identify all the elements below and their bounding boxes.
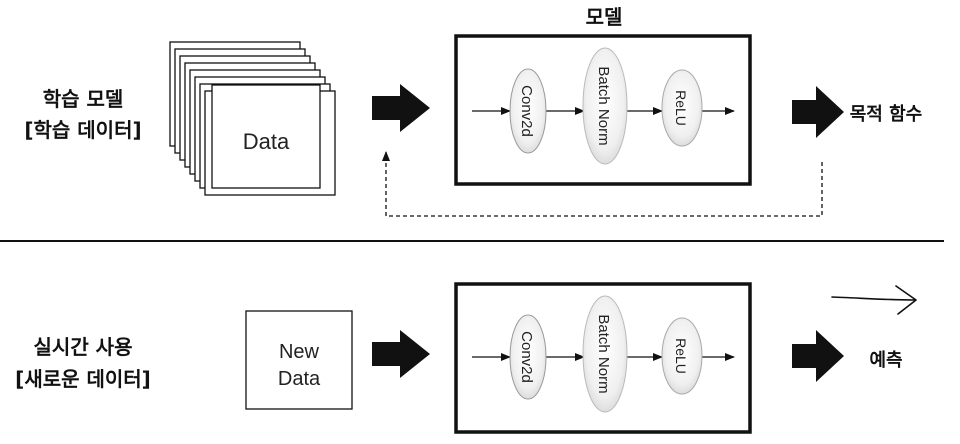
batchnorm-node: [582, 47, 628, 165]
inference-conv2d-node: [509, 314, 547, 400]
data-front-page: [211, 84, 321, 189]
data-stack: [169, 41, 336, 196]
inference-output-block-arrow: [792, 330, 844, 382]
new-data-label-line1: New: [279, 341, 320, 363]
conv2d-label: Conv2d: [518, 85, 535, 137]
data-label: Data: [243, 129, 290, 154]
batchnorm-label: Batch Norm: [595, 66, 612, 145]
conv2d-node: [509, 68, 547, 154]
new-data-label-line2: Data: [278, 368, 321, 390]
inference-label-line2: [새로운 데이터]: [15, 367, 151, 391]
model-title: 모델: [586, 5, 623, 29]
new-data-box: [245, 310, 353, 410]
inference-relu-node: [661, 317, 703, 395]
sketch-arrow-icon: [831, 285, 917, 315]
feedback-loop-arrow: [382, 151, 823, 217]
prediction-label: 예측: [869, 350, 902, 371]
objective-function-label: 목적 함수: [850, 103, 923, 125]
input-block-arrow: [372, 84, 430, 132]
inference-conv2d-label: Conv2d: [518, 331, 535, 383]
inference-batchnorm-node: [582, 295, 628, 413]
inference-relu-label: ReLU: [673, 338, 689, 374]
relu-label: ReLU: [673, 90, 689, 126]
inference-input-block-arrow: [372, 330, 430, 378]
inference-label-line1: 실시간 사용: [34, 335, 133, 359]
training-label-line1: 학습 모델: [43, 87, 124, 111]
relu-node: [661, 69, 703, 147]
inference-batchnorm-label: Batch Norm: [595, 314, 612, 393]
training-label-line2: [학습 데이터]: [24, 118, 141, 142]
output-block-arrow: [792, 86, 844, 138]
